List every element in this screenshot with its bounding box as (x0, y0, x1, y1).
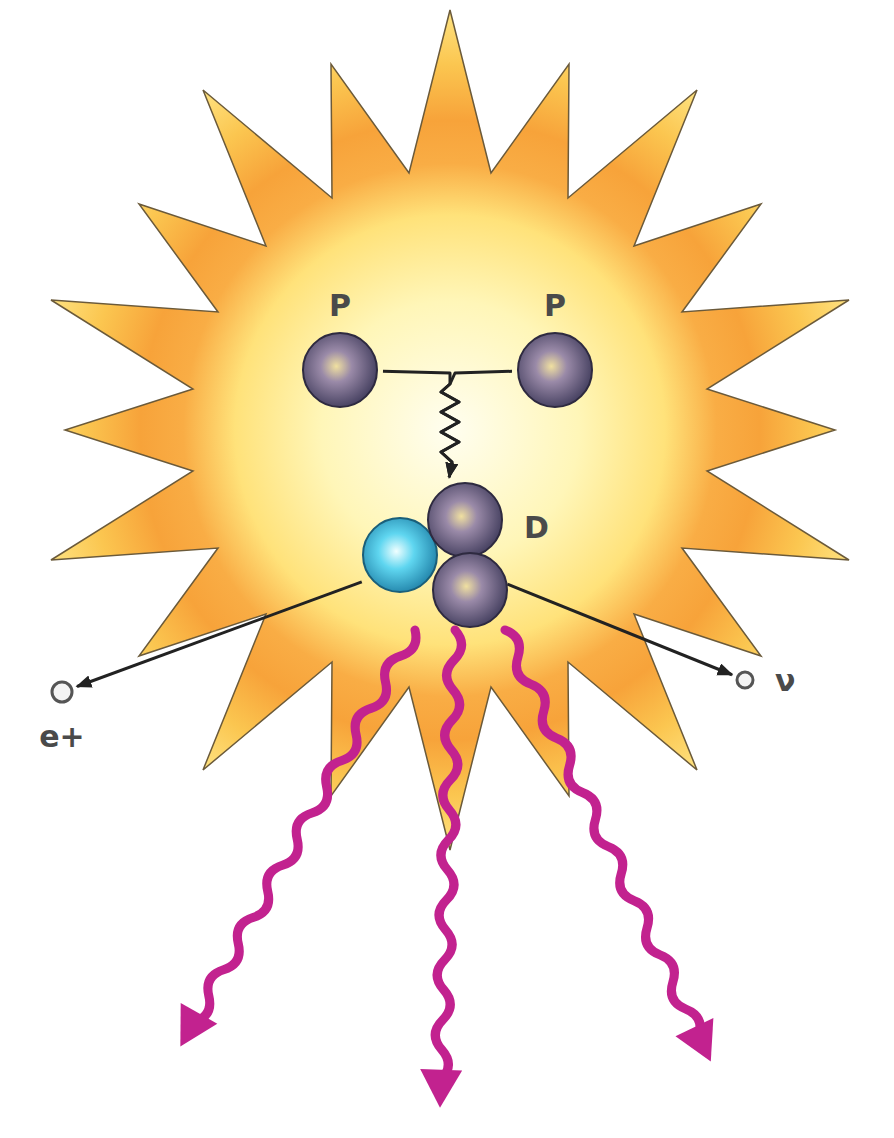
proton-sphere (518, 333, 592, 407)
particle-label: ν (775, 664, 795, 697)
proton-sphere (433, 553, 507, 627)
particle-node: P (300, 289, 380, 410)
proton-sphere (428, 483, 502, 557)
particle-label: e+ (39, 720, 84, 753)
particle-node: P (515, 289, 595, 410)
particle-shape (300, 330, 380, 410)
reaction-arrow (441, 371, 512, 477)
reaction-arrow (507, 584, 732, 675)
particle-label: P (329, 289, 351, 322)
particle-circle (52, 682, 72, 702)
particle-node: ν (735, 664, 795, 697)
particle-shape (515, 330, 595, 410)
gamma-ray (486, 621, 730, 1071)
particle-shape (735, 670, 755, 690)
gamma-ray (419, 629, 476, 1108)
neutron-sphere (363, 518, 437, 592)
particle-shape (50, 680, 74, 704)
reaction-arrow (77, 582, 362, 687)
particle-shape (360, 480, 510, 630)
particle-node: D (360, 480, 549, 630)
proton-sphere (303, 333, 377, 407)
particle-circle (737, 672, 753, 688)
particle-node: e+ (39, 680, 84, 753)
gamma-ray (162, 620, 433, 1057)
particle-label: P (544, 289, 566, 322)
particle-label: D (524, 511, 549, 544)
